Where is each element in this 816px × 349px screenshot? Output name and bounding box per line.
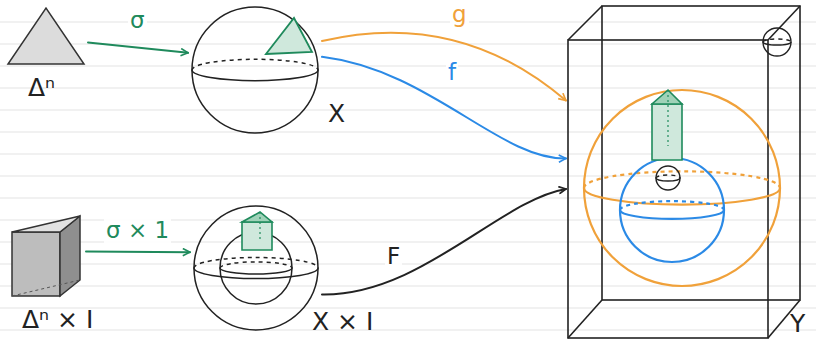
cylinder-space: X × I bbox=[190, 202, 322, 334]
map-arrow bbox=[322, 189, 566, 294]
map-label: g bbox=[450, 2, 469, 27]
cylinder-space-outline bbox=[190, 202, 322, 334]
space-label: X × I bbox=[312, 308, 373, 336]
space-label: Y bbox=[790, 310, 805, 338]
target-cube-outline bbox=[566, 2, 804, 342]
target-cube: Y bbox=[566, 2, 804, 342]
map-label: F bbox=[385, 244, 402, 269]
space-sphere: X bbox=[188, 4, 322, 136]
map-arrow bbox=[86, 250, 190, 253]
map-label: σ bbox=[128, 8, 147, 33]
map-label: σ × 1 bbox=[104, 218, 171, 243]
simplex-triangle-outline bbox=[4, 4, 88, 68]
space-label: Δⁿ × I bbox=[22, 306, 93, 334]
prism: Δⁿ × I bbox=[6, 210, 86, 302]
prism-outline bbox=[6, 210, 86, 302]
space-sphere-outline bbox=[188, 4, 322, 136]
space-label: X bbox=[328, 100, 345, 128]
simplex-triangle: Δⁿ bbox=[4, 4, 88, 68]
map-label: f bbox=[446, 60, 458, 85]
map-arrow bbox=[322, 33, 566, 101]
map-arrow bbox=[322, 57, 566, 159]
map-arrow bbox=[88, 42, 188, 52]
space-label: Δⁿ bbox=[28, 74, 55, 102]
